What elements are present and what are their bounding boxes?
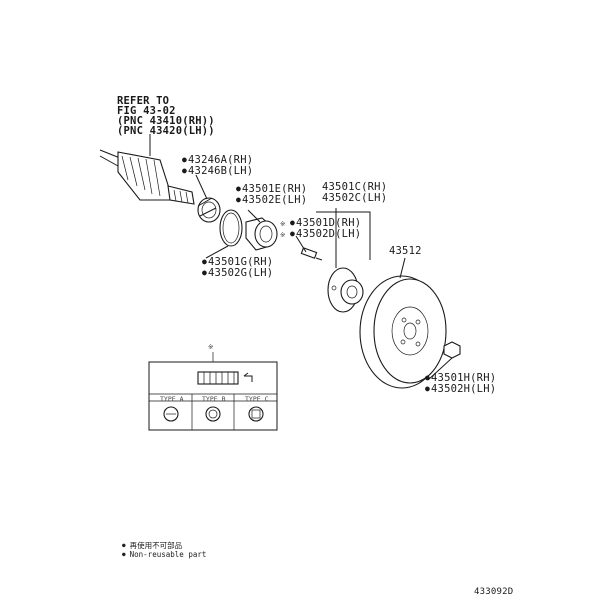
callout-43502e: 43502E(LH) bbox=[236, 195, 307, 206]
inset-type-a: TYPE A bbox=[160, 395, 184, 403]
callout-43501c: 43501C(RH) bbox=[322, 181, 388, 193]
callout-43502g: 43502G(LH) bbox=[202, 268, 273, 279]
refer-line-1: REFER TO bbox=[117, 95, 170, 107]
inset-type-b: TYPE B bbox=[202, 395, 226, 403]
drive-shaft bbox=[99, 149, 195, 205]
part-43501h-nut bbox=[443, 341, 461, 359]
refer-line-4: (PNC 43420(LH)) bbox=[117, 125, 215, 137]
callout-43501g: 43501G(RH) bbox=[202, 257, 273, 268]
figure-id: 433092D bbox=[474, 587, 514, 597]
part-43501c-hub bbox=[327, 267, 364, 313]
callout-43501d-mark: ※ bbox=[280, 220, 286, 228]
refer-line-3: (PNC 43410(RH)) bbox=[117, 115, 215, 127]
callout-43502d-mark: ※ bbox=[280, 231, 286, 239]
callout-43502d: 43502D(LH) bbox=[290, 229, 361, 240]
inset-type-c: TYPE C bbox=[245, 395, 269, 403]
part-43246 bbox=[197, 197, 221, 223]
part-43501g-ring bbox=[219, 209, 243, 247]
callout-43502h: 43502H(LH) bbox=[425, 384, 496, 395]
inset-header-mark: ※ bbox=[208, 343, 214, 351]
callout-43501e: 43501E(RH) bbox=[236, 184, 307, 195]
callout-43501h: 43501H(RH) bbox=[425, 373, 496, 384]
inset-box bbox=[148, 352, 278, 431]
callout-43246a: 43246A(RH) bbox=[182, 155, 253, 166]
part-43512-disc bbox=[359, 275, 447, 389]
part-43501e-bearing bbox=[245, 217, 278, 251]
refer-line-2: FIG 43-02 bbox=[117, 105, 176, 117]
footnote-en: Non-reusable part bbox=[122, 550, 207, 559]
callout-43246b: 43246B(LH) bbox=[182, 166, 253, 177]
footnote-jp: 再使用不可部品 bbox=[122, 540, 183, 551]
callout-43502c: 43502C(LH) bbox=[322, 192, 388, 204]
callout-43512: 43512 bbox=[389, 245, 422, 257]
callout-43501d: 43501D(RH) bbox=[290, 218, 361, 229]
